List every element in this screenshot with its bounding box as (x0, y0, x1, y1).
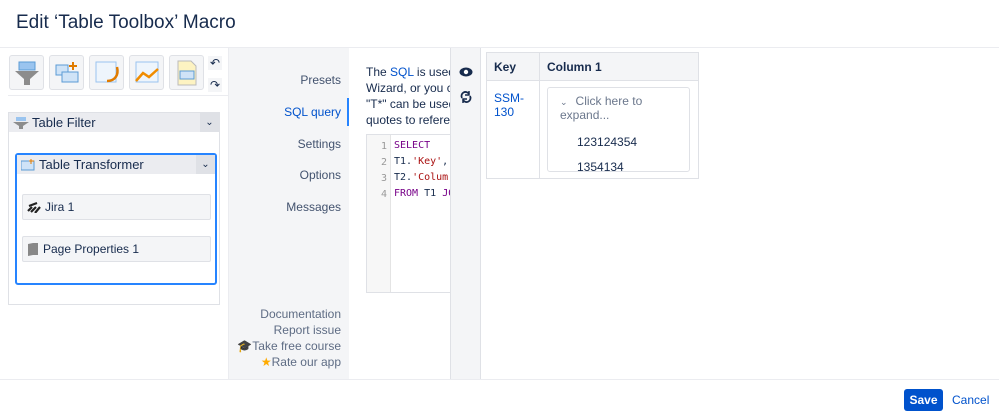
table-filter-label: Table Filter (32, 115, 96, 130)
undo-button[interactable]: ↶ (208, 56, 222, 70)
table-filter-block[interactable]: Table Filter ⌄ Table Transformer ⌄ Jira … (8, 112, 220, 305)
code-text: T1 (418, 188, 443, 199)
table-filter-icon (14, 61, 39, 85)
table-filter-button[interactable] (9, 55, 44, 90)
preview-panel: Key Column 1 SSM-130 ⌄Click here to expa… (481, 48, 999, 379)
table-transformer-icon (55, 61, 78, 82)
line-gutter (367, 135, 391, 292)
cell-value: 123124354 (577, 135, 638, 149)
save-button[interactable]: Save (904, 389, 943, 411)
sql-editor[interactable]: 1 2 3 4 SELECT T1.'Key', T2.'Colum FROM … (366, 134, 450, 293)
report-issue-link[interactable]: Report issue (273, 323, 341, 337)
sql-description: The SQL is used t Wizard, or you ca "T*"… (366, 64, 450, 128)
source-page-properties[interactable]: Page Properties 1 (22, 236, 211, 262)
table-transformer-block[interactable]: Table Transformer ⌄ Jira 1 Page Properti… (15, 153, 217, 285)
nav-options[interactable]: Options (299, 168, 341, 182)
page-properties-icon (177, 60, 196, 85)
column-header: Column 1 (539, 52, 699, 81)
chart-icon (134, 61, 159, 82)
toolbar-divider (8, 95, 228, 96)
header-divider (0, 47, 999, 48)
preview-table: Key Column 1 SSM-130 ⌄Click here to expa… (486, 52, 699, 179)
cell-value: 1354134 (577, 160, 624, 174)
table-spreadsheet-button[interactable] (89, 55, 124, 90)
rate-app-label: Rate our app (271, 355, 341, 369)
table-transformer-label: Table Transformer (39, 157, 144, 172)
chevron-down-icon[interactable]: ⌄ (196, 155, 215, 174)
table-spreadsheet-icon (95, 61, 119, 82)
take-course-link[interactable]: 🎓Take free course (237, 339, 341, 353)
source-label: Page Properties 1 (43, 242, 140, 256)
preview-toolbar (450, 48, 481, 379)
table-filter-icon (13, 116, 29, 129)
source-label: Jira 1 (45, 200, 75, 214)
eye-icon[interactable] (459, 67, 473, 77)
chevron-down-icon[interactable]: ⌄ (200, 113, 219, 132)
expand-toggle[interactable]: ⌄Click here to expand... (560, 94, 689, 122)
line-number: 4 (380, 189, 387, 200)
desc-text: is used t (416, 65, 450, 79)
table-row: SSM-130 ⌄Click here to expand... 1231243… (486, 80, 699, 179)
code-text: , (442, 156, 449, 167)
table-filter-header[interactable]: Table Filter ⌄ (9, 113, 219, 132)
code-text: T1. (394, 156, 413, 167)
rate-app-link[interactable]: ★Rate our app (261, 355, 341, 369)
left-panel: ↶ ↷ Table Filter ⌄ Table Transformer ⌄ J… (0, 48, 229, 379)
code-text: T2. (394, 172, 413, 183)
footer-divider (0, 379, 999, 380)
line-number: 2 (380, 157, 387, 168)
line-number: 1 (380, 141, 387, 152)
code-line: T2.'Colum (394, 172, 448, 183)
keyword: JO (442, 188, 450, 199)
source-jira[interactable]: Jira 1 (22, 194, 211, 220)
desc-text: quotes to referen (366, 113, 450, 127)
take-course-label: Take free course (252, 339, 341, 353)
code-line: FROM T1 JO (394, 188, 450, 199)
issue-key-link[interactable]: SSM-130 (486, 80, 540, 179)
sql-link[interactable]: SQL (390, 65, 414, 79)
desc-text: Wizard, or you ca (366, 81, 450, 95)
nav-sql-query[interactable]: SQL query (284, 105, 341, 119)
nav-settings[interactable]: Settings (297, 137, 341, 151)
desc-text: "T*" can be used (366, 97, 450, 111)
desc-text: The (366, 65, 391, 79)
expand-label: Click here to expand... (560, 94, 643, 122)
table-transformer-button[interactable] (49, 55, 84, 90)
keyword: SELECT (394, 140, 431, 151)
nav-messages[interactable]: Messages (286, 200, 341, 214)
line-number: 3 (380, 173, 387, 184)
page-properties-icon (28, 243, 38, 256)
active-indicator (347, 98, 349, 126)
dialog-title: Edit ‘Table Toolbox’ Macro (16, 12, 236, 33)
table-transformer-icon (21, 158, 35, 170)
refresh-icon[interactable] (459, 90, 473, 104)
code-line: T1.'Key', (394, 156, 448, 167)
column-header: Key (486, 52, 540, 81)
sql-panel: The SQL is used t Wizard, or you ca "T*"… (349, 48, 450, 379)
code-line: SELECT (394, 140, 430, 151)
string: 'Colum (412, 172, 449, 183)
star-icon: ★ (260, 355, 272, 369)
table-cell: ⌄Click here to expand... 123124354 13541… (539, 80, 699, 179)
graduation-cap-icon: 🎓 (237, 339, 253, 353)
cancel-button[interactable]: Cancel (952, 393, 990, 407)
nav-presets[interactable]: Presets (300, 73, 341, 87)
table-transformer-header[interactable]: Table Transformer ⌄ (17, 155, 215, 174)
table-chart-button[interactable] (129, 55, 164, 90)
page-properties-button[interactable] (169, 55, 204, 90)
documentation-link[interactable]: Documentation (260, 307, 341, 321)
chevron-down-icon: ⌄ (560, 97, 568, 107)
table-header-row: Key Column 1 (486, 52, 699, 81)
jira-icon (27, 201, 41, 213)
settings-nav: Presets SQL query Settings Options Messa… (229, 48, 349, 379)
expand-block: ⌄Click here to expand... 123124354 13541… (547, 87, 690, 174)
redo-button[interactable]: ↷ (208, 78, 222, 92)
string: 'Key' (412, 156, 443, 167)
keyword: FROM (394, 188, 419, 199)
